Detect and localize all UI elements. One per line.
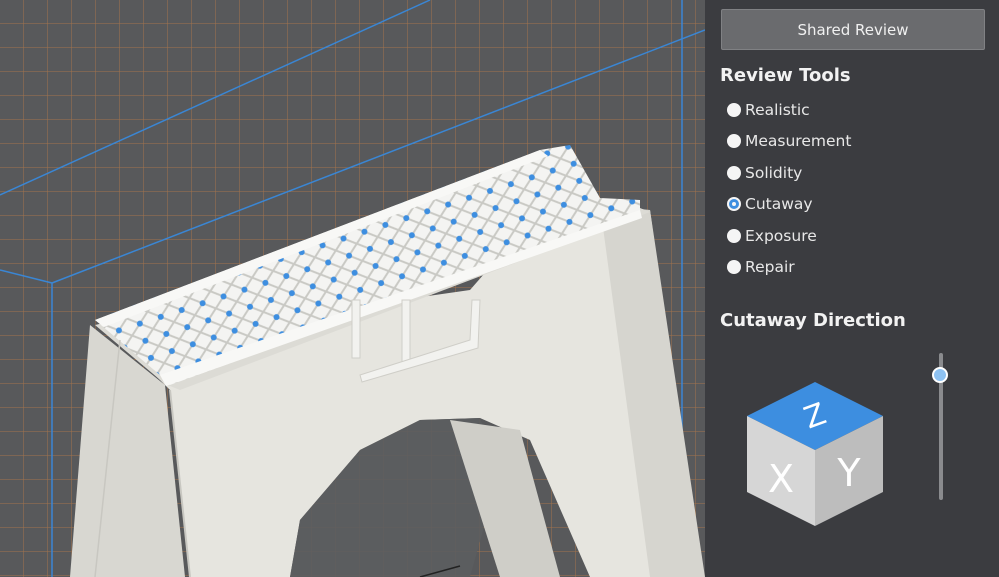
review-panel: Shared Review Review Tools Realistic Mea…: [705, 0, 999, 577]
cube-face-right[interactable]: [815, 416, 883, 526]
3d-viewport[interactable]: [0, 0, 705, 577]
cutaway-slider-track[interactable]: [939, 353, 943, 500]
radio-button-selected[interactable]: [727, 197, 741, 211]
radio-button[interactable]: [727, 229, 741, 243]
orientation-cube[interactable]: Z X Y: [745, 380, 885, 530]
radio-label: Realistic: [745, 101, 810, 119]
bed-edge-line: [419, 565, 461, 577]
radio-button[interactable]: [727, 134, 741, 148]
cube-label-y: Y: [836, 451, 861, 495]
cube-label-x: X: [768, 457, 794, 501]
radio-button[interactable]: [727, 103, 741, 117]
model-scene: [0, 0, 705, 577]
printed-part: [70, 145, 705, 577]
radio-label: Exposure: [745, 227, 817, 245]
shared-review-button[interactable]: Shared Review: [721, 9, 985, 50]
cutaway-slider-knob[interactable]: [932, 367, 948, 384]
radio-label: Cutaway: [745, 195, 813, 213]
radio-button[interactable]: [727, 166, 741, 180]
radio-label: Repair: [745, 258, 795, 276]
radio-button[interactable]: [727, 260, 741, 274]
radio-option-repair[interactable]: Repair: [727, 256, 795, 278]
radio-label: Measurement: [745, 132, 852, 150]
radio-option-cutaway[interactable]: Cutaway: [727, 193, 813, 215]
review-tools-title: Review Tools: [720, 65, 851, 86]
radio-option-measurement[interactable]: Measurement: [727, 130, 851, 152]
cube-face-left[interactable]: [747, 416, 815, 526]
radio-option-exposure[interactable]: Exposure: [727, 225, 817, 247]
radio-option-realistic[interactable]: Realistic: [727, 99, 810, 121]
cutaway-direction-title: Cutaway Direction: [720, 310, 906, 331]
radio-option-solidity[interactable]: Solidity: [727, 162, 802, 184]
radio-label: Solidity: [745, 164, 803, 182]
